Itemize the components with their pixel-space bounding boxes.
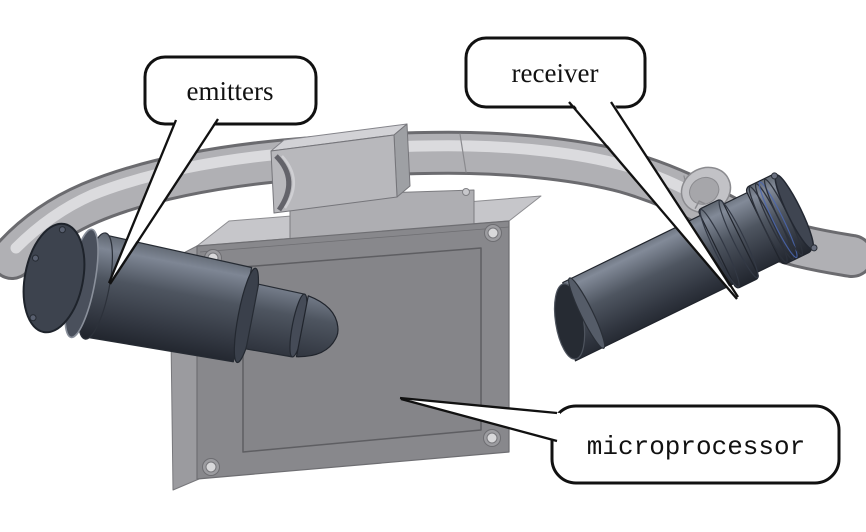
emitter-screw <box>31 254 39 262</box>
tube-clamp <box>270 123 411 214</box>
receiver-blue-ring <box>758 181 798 259</box>
corner-screws <box>202 224 502 476</box>
leader-line <box>107 119 178 284</box>
callout-microprocessor: microprocessor <box>399 396 841 485</box>
emitter-tip-cone <box>295 295 339 358</box>
receiver-screw <box>770 172 778 180</box>
emitters-label: emitters <box>187 76 274 106</box>
callout-emitters: emitters <box>107 55 318 285</box>
clamp-bore-shadow <box>274 154 292 212</box>
emitters-tail <box>109 117 218 283</box>
leader-line <box>400 397 558 443</box>
receiver-label: receiver <box>512 58 599 88</box>
leader-line <box>109 118 219 285</box>
receiver-cylinder <box>553 172 818 362</box>
lid-seam <box>199 226 510 253</box>
tube-seam <box>459 133 467 173</box>
microprocessor-label: microprocessor <box>587 432 805 462</box>
collar-notch <box>694 200 706 210</box>
receiver-tip-ring <box>568 277 606 349</box>
callout-receiver: receiver <box>464 36 739 300</box>
bracket-screw <box>462 188 470 196</box>
receiver-bubble <box>464 36 647 109</box>
emitter-cylinder <box>22 222 339 364</box>
receiver-screw <box>810 244 818 252</box>
emitter-screw <box>29 314 37 322</box>
clamp-bore-highlight <box>281 155 295 209</box>
microprocessor-bubble <box>550 404 841 485</box>
leader-line <box>399 396 558 415</box>
leader-line <box>568 101 738 300</box>
leader-line <box>610 101 739 298</box>
emitters-bubble <box>143 55 318 126</box>
emitter-screw <box>58 226 66 234</box>
emitter-end-cap <box>22 222 86 334</box>
receiver-band <box>698 199 759 289</box>
